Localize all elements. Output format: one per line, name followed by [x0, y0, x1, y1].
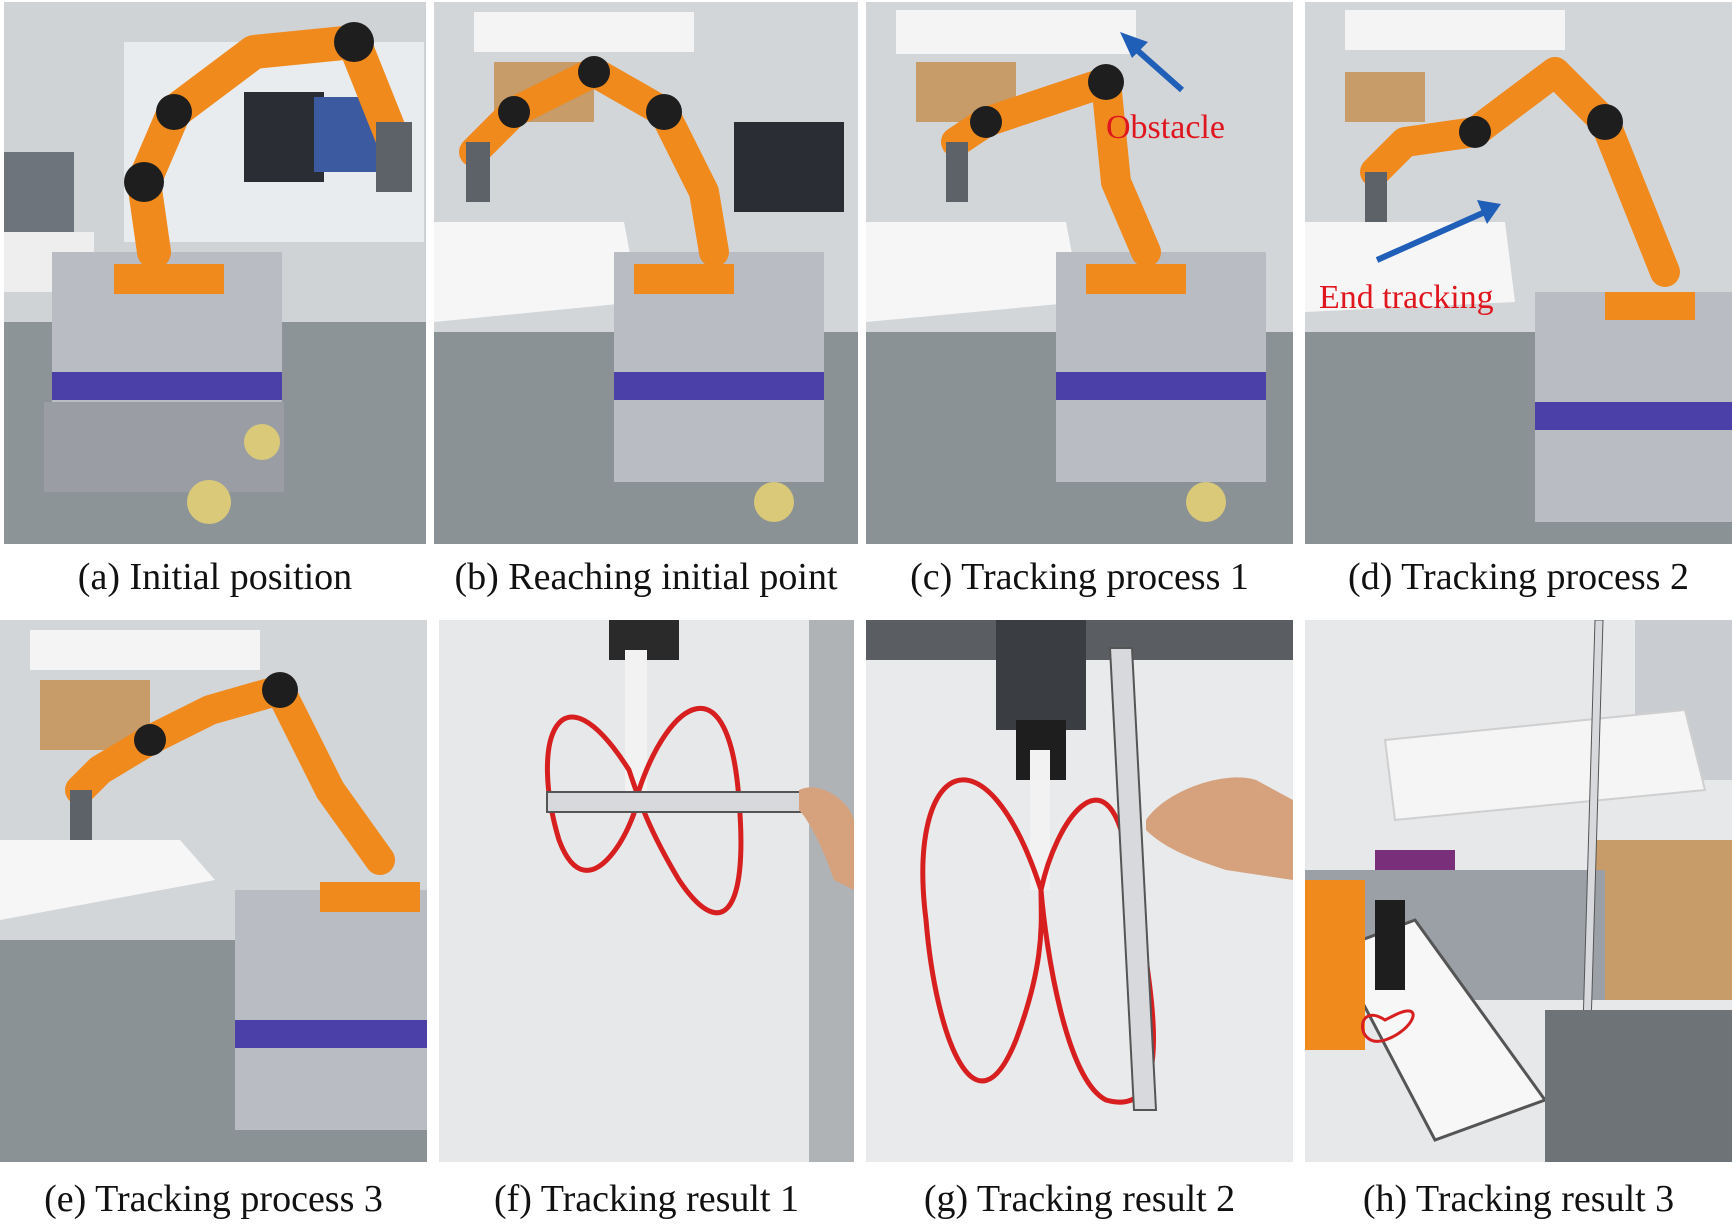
caption-e: (e) Tracking process 3 [44, 1178, 383, 1220]
photo-panel-h [1305, 620, 1732, 1162]
caption-g: (g) Tracking result 2 [923, 1178, 1236, 1220]
annotation-obstacle: Obstacle [1106, 109, 1225, 146]
arrow-icon [1477, 200, 1501, 224]
caption-c: (c) Tracking process 1 [910, 556, 1249, 598]
photo-panel-b [434, 2, 858, 544]
photo-panel-d: End tracking [1305, 2, 1732, 544]
annotation-end-tracking: End tracking [1319, 279, 1494, 316]
caption-h: (h) Tracking result 3 [1362, 1178, 1675, 1220]
caption-a: (a) Initial position [77, 556, 353, 598]
caption-b: (b) Reaching initial point [454, 556, 838, 598]
caption-f: (f) Tracking result 1 [493, 1178, 800, 1220]
photo-panel-f [439, 620, 854, 1162]
arrow-icon [1120, 32, 1148, 58]
photo-panel-a [4, 2, 426, 544]
photo-panel-c: Obstacle [866, 2, 1293, 544]
caption-d: (d) Tracking process 2 [1348, 556, 1689, 598]
photo-panel-g [866, 620, 1293, 1162]
photo-panel-e [0, 620, 427, 1162]
